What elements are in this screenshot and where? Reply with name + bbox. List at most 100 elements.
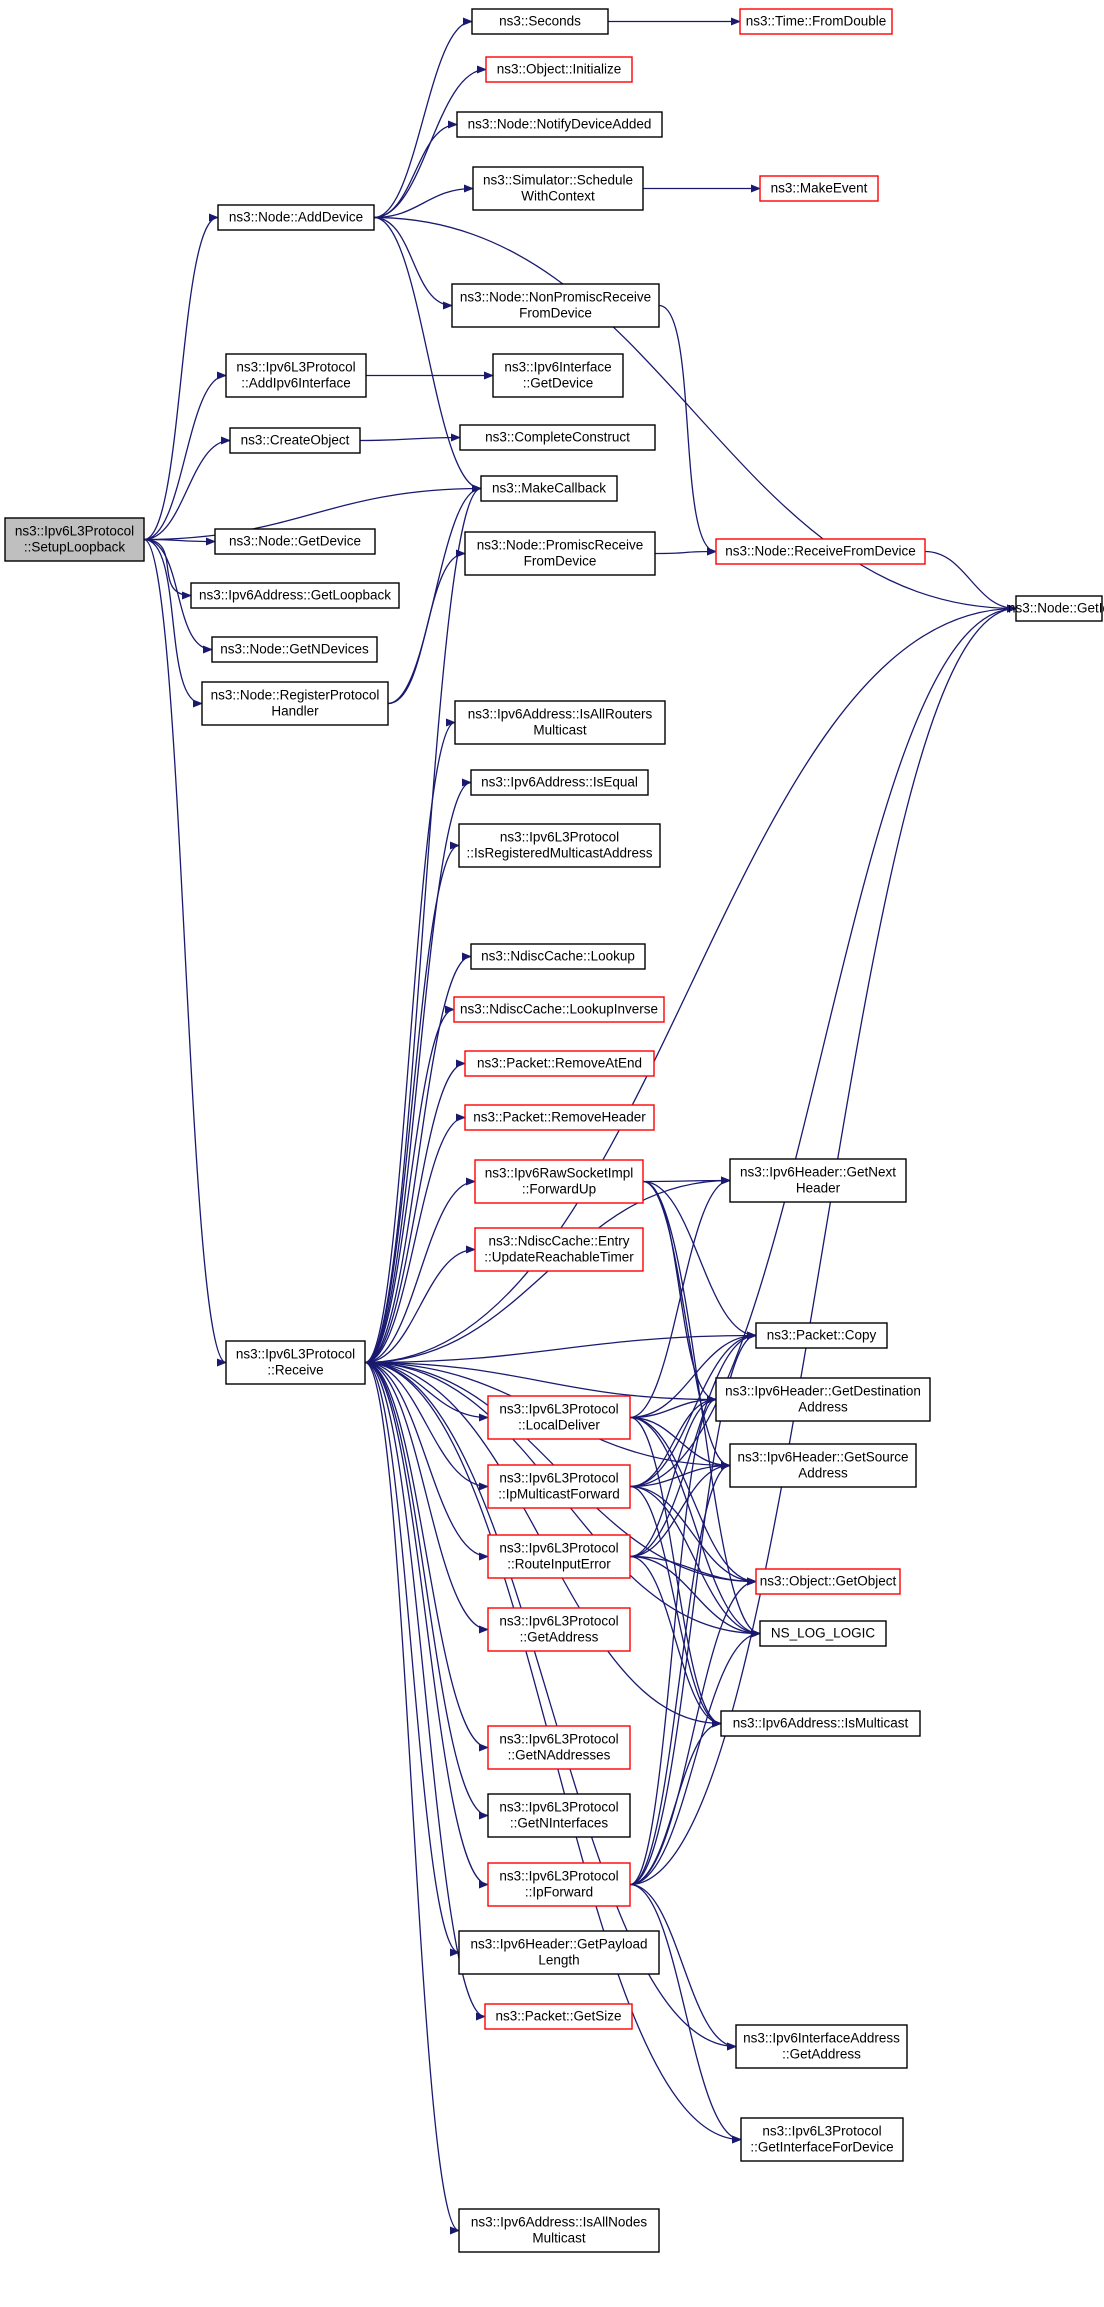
node-box — [755, 1322, 888, 1349]
node-label: ::GetAddress — [520, 1630, 599, 1645]
node-label: ns3::Ipv6Address::IsMulticast — [733, 1716, 909, 1731]
edge-receive-to-isallnodes — [364, 1361, 460, 2235]
edge-ipfwd-to-getid — [629, 604, 1017, 1886]
edge-promisc-to-recvfromdev — [654, 547, 717, 556]
node-box — [715, 538, 926, 565]
node-label: ns3::Ipv6L3Protocol — [499, 1541, 618, 1556]
node-getnif: ns3::Ipv6L3Protocol::GetNInterfaces — [487, 1793, 631, 1838]
node-label: ns3::Ipv6Interface — [504, 360, 611, 375]
node-getsize[interactable]: ns3::Packet::GetSize — [484, 2003, 633, 2030]
edge-setup-to-adddevice — [143, 213, 219, 541]
node-label: ns3::Node::PromiscReceive — [477, 538, 644, 553]
node-rmheader[interactable]: ns3::Packet::RemoveHeader — [464, 1104, 655, 1131]
node-box — [453, 996, 665, 1023]
node-label: ::Receive — [267, 1363, 323, 1378]
edge-regproto-to-promisc — [387, 549, 466, 705]
node-box — [740, 2117, 904, 2162]
node-box — [190, 582, 400, 609]
edge-adddevice-to-nonpromisc — [373, 216, 453, 310]
node-label: ns3::Packet::GetSize — [495, 2009, 621, 2024]
node-box — [458, 2208, 660, 2253]
edge-receive-to-getid — [364, 604, 1017, 1364]
node-lookupinv[interactable]: ns3::NdiscCache::LookupInverse — [453, 996, 665, 1023]
edge-localdeliver-to-getdest — [629, 1395, 717, 1419]
edge-receive-to-isallrouters — [364, 718, 456, 1364]
edge-adddevice-to-makecb — [373, 216, 482, 493]
node-updreach[interactable]: ns3::NdiscCache::Entry::UpdateReachableT… — [474, 1227, 644, 1272]
node-label: ns3::NdiscCache::Lookup — [481, 949, 635, 964]
node-adddevice: ns3::Node::AddDevice — [217, 204, 375, 231]
node-label: ns3::Packet::Copy — [767, 1328, 877, 1343]
edge-localdeliver-to-getnexthdr — [629, 1176, 731, 1419]
node-seconds: ns3::Seconds — [471, 8, 609, 35]
node-label: ns3::Ipv6Address::IsEqual — [481, 775, 638, 790]
node-routeerr[interactable]: ns3::Ipv6L3Protocol::RouteInputError — [487, 1534, 631, 1579]
node-localdeliver[interactable]: ns3::Ipv6L3Protocol::LocalDeliver — [487, 1395, 631, 1440]
edge-receive-to-pktcopy — [364, 1331, 757, 1364]
node-fromdouble[interactable]: ns3::Time::FromDouble — [739, 8, 893, 35]
node-rmatend[interactable]: ns3::Packet::RemoveAtEnd — [464, 1050, 655, 1077]
node-getnaddr[interactable]: ns3::Ipv6L3Protocol::GetNAddresses — [487, 1725, 631, 1770]
node-label: ::LocalDeliver — [518, 1418, 600, 1433]
node-label: NS_LOG_LOGIC — [771, 1626, 876, 1641]
node-ipfwd[interactable]: ns3::Ipv6L3Protocol::IpForward — [487, 1862, 631, 1907]
node-makeevent[interactable]: ns3::MakeEvent — [759, 175, 879, 202]
edge-ipfwd-to-getiffordev — [629, 1883, 742, 2144]
node-label: ns3::Ipv6L3Protocol — [236, 1347, 355, 1362]
node-box — [487, 1607, 631, 1652]
node-box — [201, 681, 389, 726]
node-recvfromdev[interactable]: ns3::Node::ReceiveFromDevice — [715, 538, 926, 565]
node-label: ::ForwardUp — [522, 1182, 596, 1197]
node-label: ns3::NdiscCache::LookupInverse — [460, 1002, 658, 1017]
edge-receive-to-isequal — [364, 778, 472, 1364]
edge-adddevice-to-seconds — [373, 17, 473, 219]
edge-ipmcfwd-to-nslog — [629, 1485, 761, 1638]
node-label: Address — [798, 1400, 848, 1415]
node-box — [715, 1377, 931, 1422]
edge-fwdup-to-getnexthdr — [642, 1176, 731, 1185]
node-label: ::UpdateReachableTimer — [484, 1250, 634, 1265]
node-lookup: ns3::NdiscCache::Lookup — [470, 943, 646, 970]
node-label: ns3::Node::NotifyDeviceAdded — [468, 117, 652, 132]
node-label: ns3::Ipv6L3Protocol — [15, 524, 134, 539]
node-isregmc: ns3::Ipv6L3Protocol::IsRegisteredMultica… — [458, 823, 661, 868]
node-getdevice: ns3::Node::GetDevice — [214, 528, 376, 555]
node-fwdup[interactable]: ns3::Ipv6RawSocketImpl::ForwardUp — [474, 1159, 644, 1204]
node-objinit[interactable]: ns3::Object::Initialize — [485, 56, 633, 83]
node-label: FromDevice — [524, 554, 597, 569]
edge-recvfromdev-to-getid — [924, 550, 1017, 613]
node-getaddr[interactable]: ns3::Ipv6L3Protocol::GetAddress — [487, 1607, 631, 1652]
node-box — [454, 700, 666, 745]
edge-localdeliver-to-getsrc — [629, 1416, 731, 1470]
edge-ipfwd-to-getdest — [629, 1395, 717, 1886]
node-label: ns3::Ipv6Header::GetDestination — [725, 1384, 921, 1399]
node-ipmcfwd[interactable]: ns3::Ipv6L3Protocol::IpMulticastForward — [487, 1464, 631, 1509]
node-box — [451, 283, 660, 328]
node-label: ns3::Ipv6L3Protocol — [499, 1402, 618, 1417]
node-label: ns3::Time::FromDouble — [746, 14, 887, 29]
edge-setup-to-createobj — [143, 436, 231, 541]
edge-setup-to-regproto — [143, 538, 203, 708]
edge-routeerr-to-pktcopy — [629, 1331, 757, 1558]
node-label: ::RouteInputError — [507, 1557, 611, 1572]
node-label: ns3::Simulator::Schedule — [483, 173, 633, 188]
node-label: ::GetAddress — [782, 2047, 861, 2062]
node-label: ::SetupLoopback — [24, 540, 126, 555]
node-label: ns3::Packet::RemoveAtEnd — [477, 1056, 642, 1071]
edge-createobj-to-complete — [359, 433, 461, 442]
node-box — [487, 1862, 631, 1907]
node-box — [458, 823, 661, 868]
node-createobj: ns3::CreateObject — [229, 427, 361, 454]
node-isequal: ns3::Ipv6Address::IsEqual — [470, 769, 649, 796]
node-box — [464, 531, 656, 576]
edge-receive-to-lookup — [364, 952, 472, 1364]
node-box — [487, 1534, 631, 1579]
node-getobject[interactable]: ns3::Object::GetObject — [755, 1568, 901, 1595]
node-box — [211, 636, 378, 663]
node-label: ns3::Node::AddDevice — [229, 210, 363, 225]
